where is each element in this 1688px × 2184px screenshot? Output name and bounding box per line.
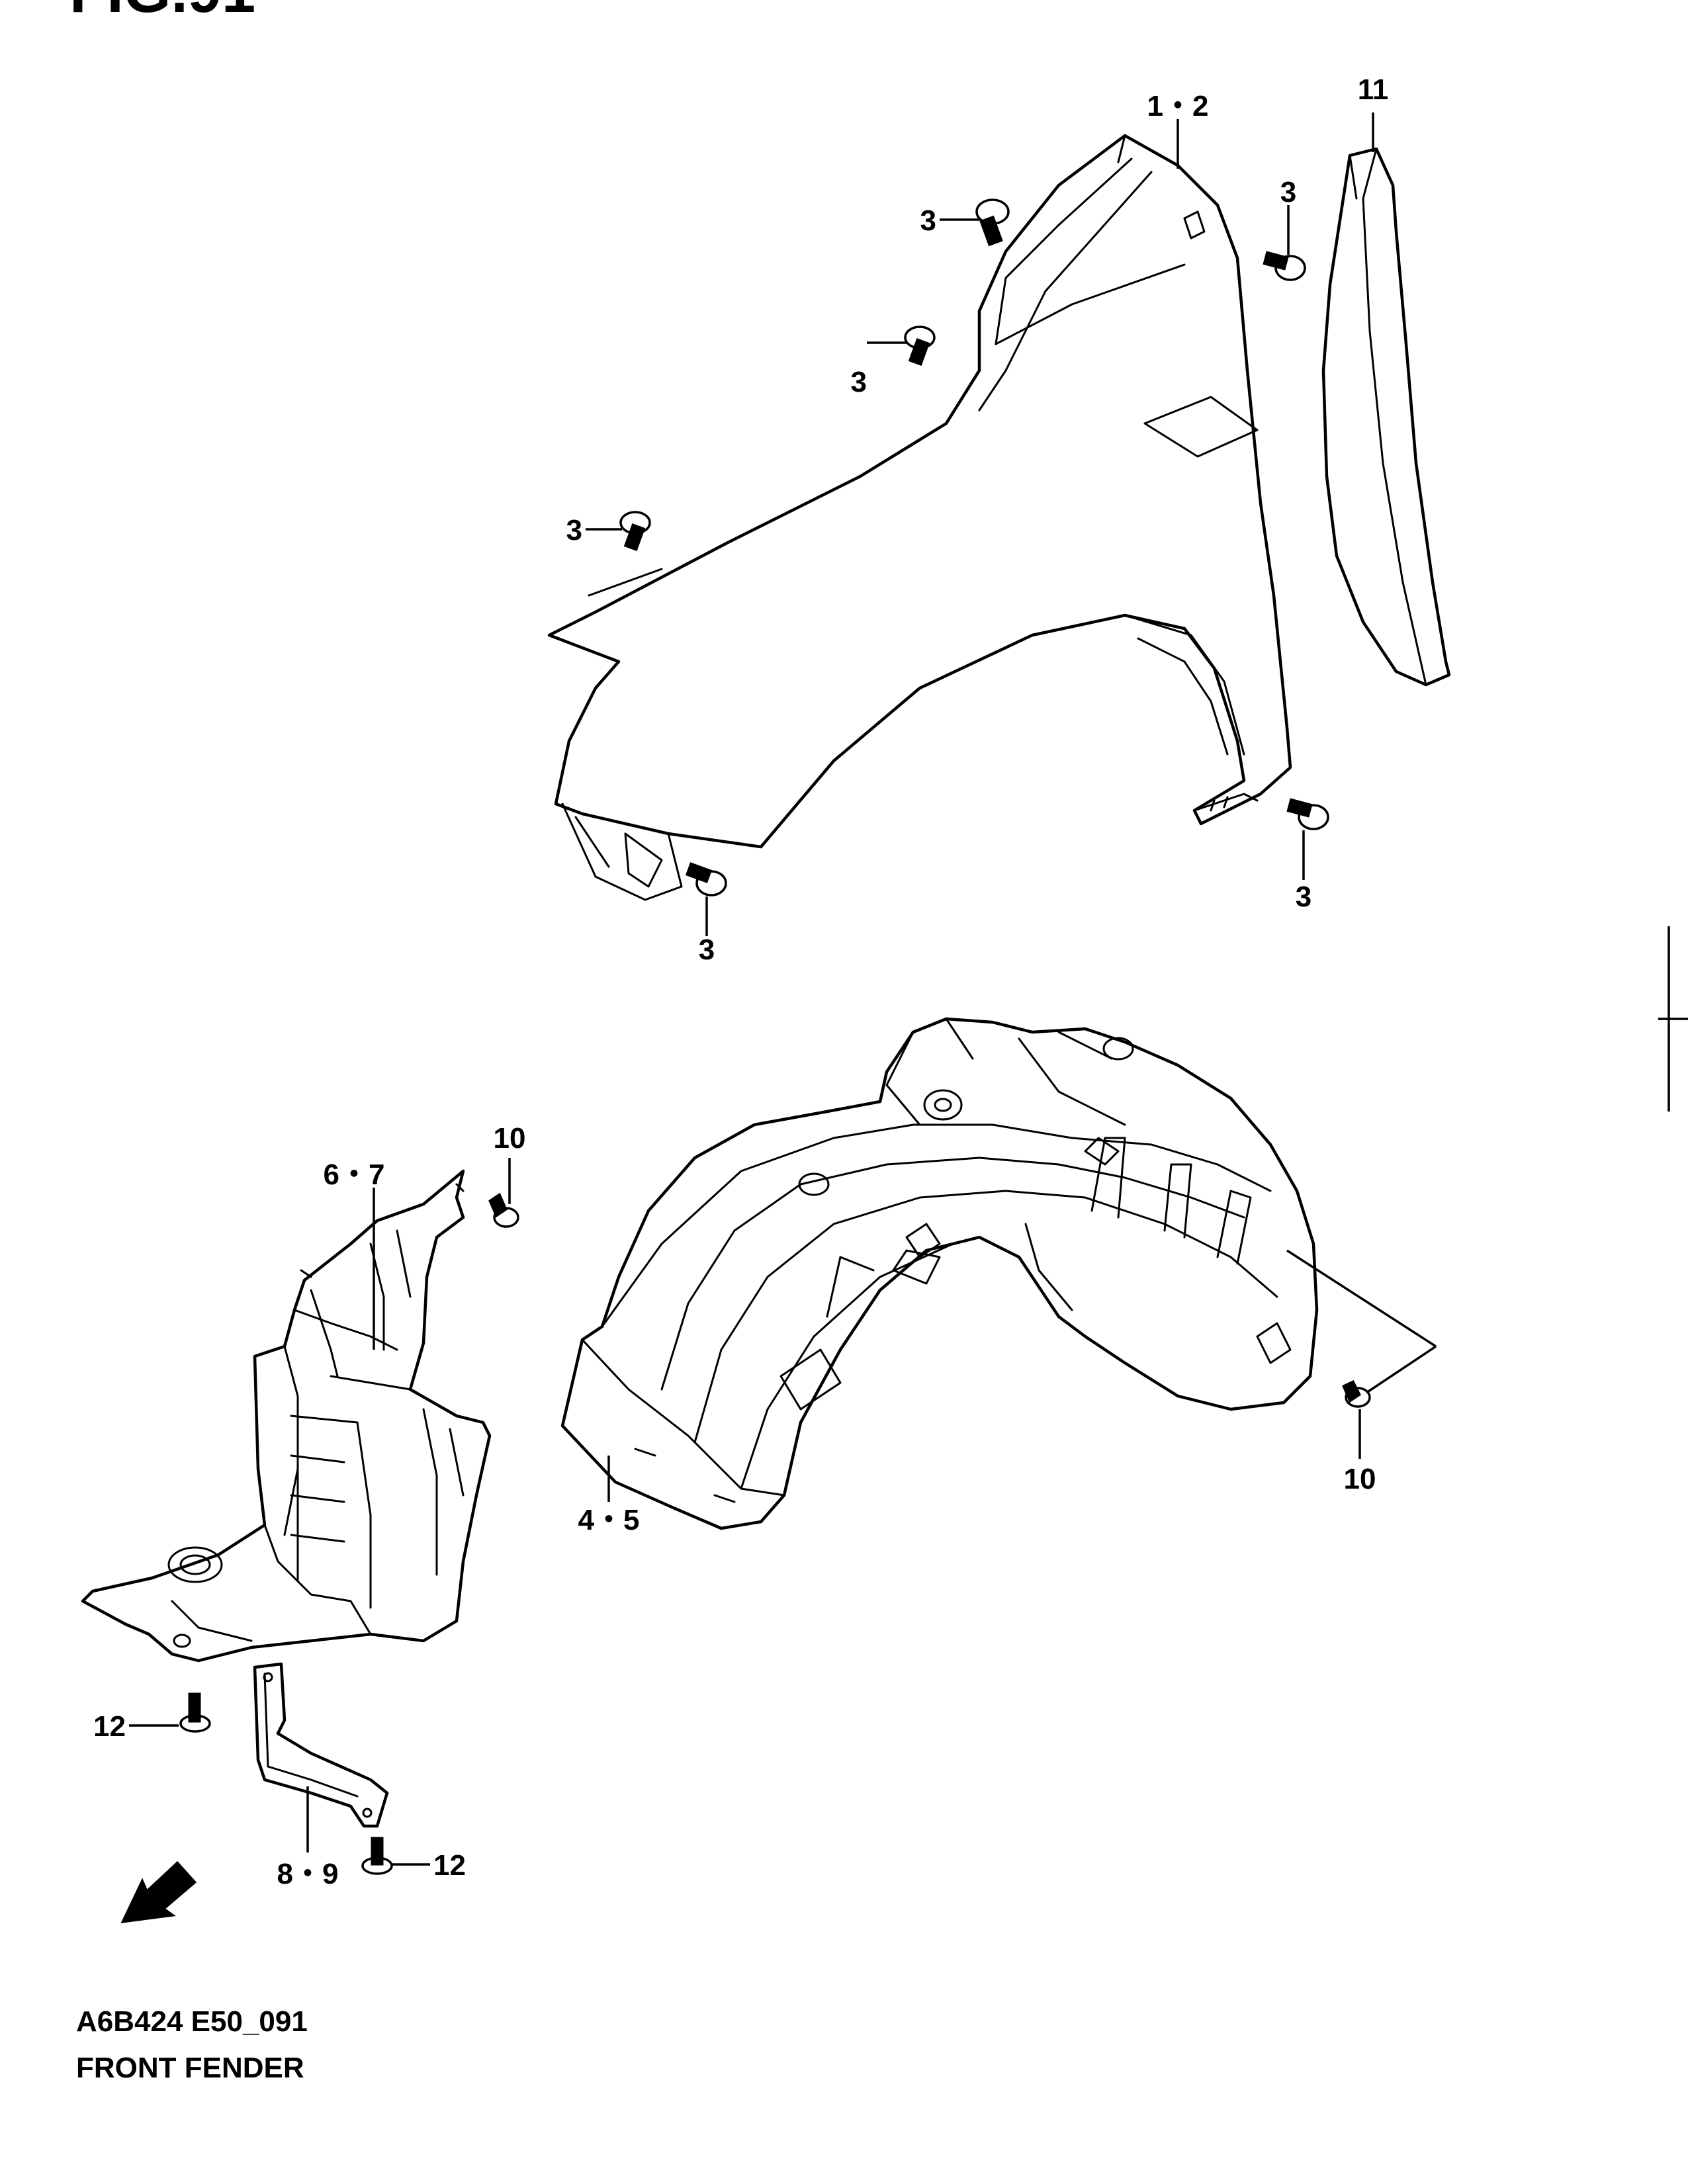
rear-wheel-liner <box>560 1017 1319 1530</box>
fwd-arrow-icon: FWD <box>120 1860 197 1923</box>
front-wheel-liner <box>81 1169 492 1663</box>
callout-bolt: 3 <box>1296 881 1311 913</box>
callout-bolt: 3 <box>851 366 867 398</box>
callout-bracket: 8・9 <box>277 1858 339 1890</box>
front-fender <box>547 134 1292 901</box>
callout-bolt-small: 12 <box>433 1849 466 1882</box>
leader-lines <box>129 112 1437 1866</box>
bracket <box>253 1662 389 1828</box>
fender-seal <box>1321 147 1451 687</box>
bolt-small-icon <box>361 1837 393 1875</box>
bolt-icon <box>904 326 936 366</box>
bolt-small-icon <box>179 1692 211 1733</box>
screw-icon <box>1342 1380 1371 1408</box>
bolt-icon <box>1286 798 1329 830</box>
diagram-caption: FRONT FENDER <box>76 2052 304 2084</box>
crop-marks <box>1658 926 1688 1112</box>
callout-bolt: 3 <box>699 934 715 966</box>
callout-screw: 10 <box>1344 1463 1376 1495</box>
screw-icon <box>488 1192 519 1228</box>
callout-bolt: 3 <box>566 514 582 546</box>
bolt-icon <box>1263 251 1306 281</box>
callout-fender: 1・2 <box>1147 90 1209 122</box>
diagram-code: A6B424 E50_091 <box>76 2005 308 2038</box>
bolt-icon <box>685 862 727 896</box>
bolt-icon <box>619 511 651 551</box>
callout-bolt-small: 12 <box>93 1710 126 1743</box>
callout-bolt: 3 <box>920 204 936 237</box>
callout-bolt: 3 <box>1280 176 1296 208</box>
figure-title: FIG.91 <box>69 0 255 25</box>
callout-liner-front: 6・7 <box>324 1158 385 1191</box>
callout-liner-rear: 4・5 <box>578 1504 640 1536</box>
bolt-icon <box>975 198 1010 247</box>
callout-seal: 11 <box>1358 73 1389 106</box>
callout-screw: 10 <box>494 1122 526 1155</box>
